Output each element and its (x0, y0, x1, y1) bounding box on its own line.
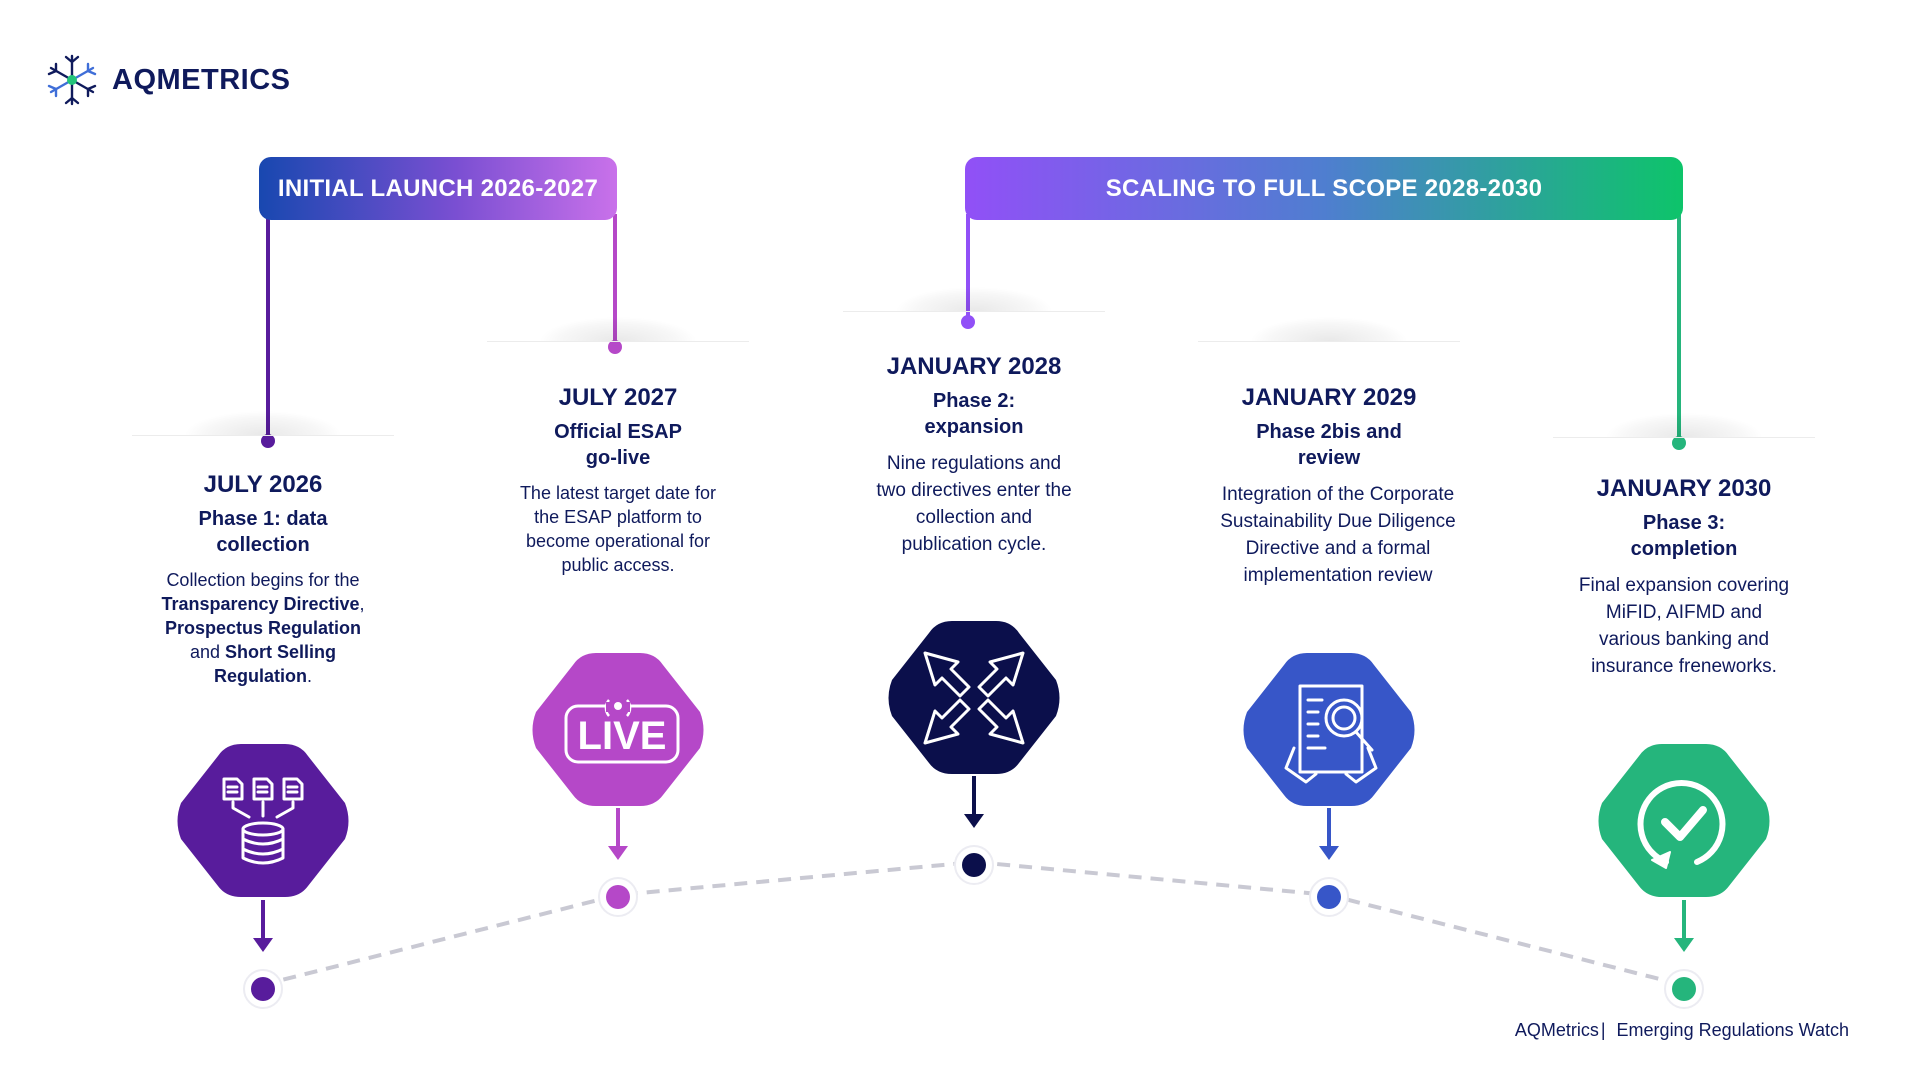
phase-banner-scaling: SCALING TO FULL SCOPE 2028-2030 (965, 157, 1683, 220)
milestone-title: Phase 2: expansion (924, 390, 1024, 438)
milestone-title: Phase 3: completion (1630, 512, 1738, 560)
live-broadcast-icon: LIVE (564, 699, 680, 764)
milestone-1-graphic (177, 744, 349, 1009)
footer: AQMetrics| Emerging Regulations Watch (1515, 1020, 1849, 1041)
milestone-date: JANUARY 2028 (886, 353, 1062, 380)
regulation-name: Transparency Directive (161, 594, 360, 614)
milestone-2: JULY 2027 Official ESAP go-live The late… (488, 383, 748, 577)
database-documents-icon (222, 777, 304, 865)
milestone-date: JULY 2027 (558, 384, 678, 411)
regulation-name: Short Selling Regulation (213, 642, 337, 686)
milestone-title: Phase 2bis and review (1256, 421, 1402, 469)
document-search-icon (1284, 684, 1378, 784)
phase-2-bracket (961, 214, 1686, 450)
milestone-date: JANUARY 2030 (1596, 475, 1772, 502)
milestone-date: JANUARY 2029 (1241, 384, 1417, 411)
timeline-arc (261, 860, 1684, 987)
milestone-description: Integration of the Corporate Sustainabil… (1220, 484, 1456, 586)
milestone-3: JANUARY 2028 Phase 2: expansion Nine reg… (844, 352, 1104, 558)
description-text: Collection begins for the (166, 570, 360, 590)
description-text: . (306, 666, 312, 686)
milestone-1: JULY 2026 Phase 1: data collection Colle… (133, 470, 393, 688)
milestone-3-graphic (888, 621, 1060, 885)
footer-brand: AQMetrics (1514, 1020, 1599, 1040)
milestone-description: Nine regulations and two directives ente… (876, 453, 1072, 555)
hexagon-3 (888, 621, 1060, 774)
milestone-4-graphic (1243, 653, 1415, 917)
milestone-description: Collection begins for the Transparency D… (133, 568, 393, 688)
footer-title: Emerging Regulations Watch (1616, 1020, 1849, 1040)
footer-separator: | (1600, 1020, 1606, 1040)
milestone-title: Phase 1: data collection (198, 508, 328, 556)
milestone-date: JULY 2026 (203, 471, 323, 498)
milestone-description: The latest target date for the ESAP plat… (519, 483, 717, 575)
phase-banner-initial-launch: INITIAL LAUNCH 2026-2027 (259, 157, 617, 220)
brand-name: AQMETRICS (112, 63, 291, 96)
checkmark-circle-icon (1637, 780, 1726, 869)
description-text: , (359, 594, 365, 614)
brand-logo: AQMETRICS (44, 52, 291, 108)
milestone-1-divider (132, 403, 394, 436)
milestone-5: JANUARY 2030 Phase 3: completion Final e… (1554, 474, 1814, 680)
live-label: LIVE (578, 714, 667, 758)
milestone-5-divider (1553, 405, 1815, 438)
milestone-3-divider (843, 279, 1105, 312)
expand-arrows-icon (923, 651, 1025, 745)
description-text: and (189, 642, 226, 662)
milestone-4: JANUARY 2029 Phase 2bis and review Integ… (1199, 383, 1459, 589)
milestone-4-divider (1198, 309, 1460, 342)
phase-1-bracket (261, 214, 622, 448)
milestone-5-graphic (1598, 744, 1770, 1009)
milestone-description: Final expansion covering MiFID, AIFMD an… (1578, 575, 1790, 677)
snowflake-logo-icon (47, 54, 97, 106)
milestone-2-graphic: LIVE (532, 653, 704, 917)
hexagon-2 (532, 653, 704, 806)
milestone-title: Official ESAP go-live (554, 421, 682, 469)
milestone-2-divider (487, 309, 749, 342)
regulation-name: Prospectus Regulation (164, 618, 362, 638)
hexagon-1 (177, 744, 349, 897)
hexagon-5 (1598, 744, 1770, 897)
